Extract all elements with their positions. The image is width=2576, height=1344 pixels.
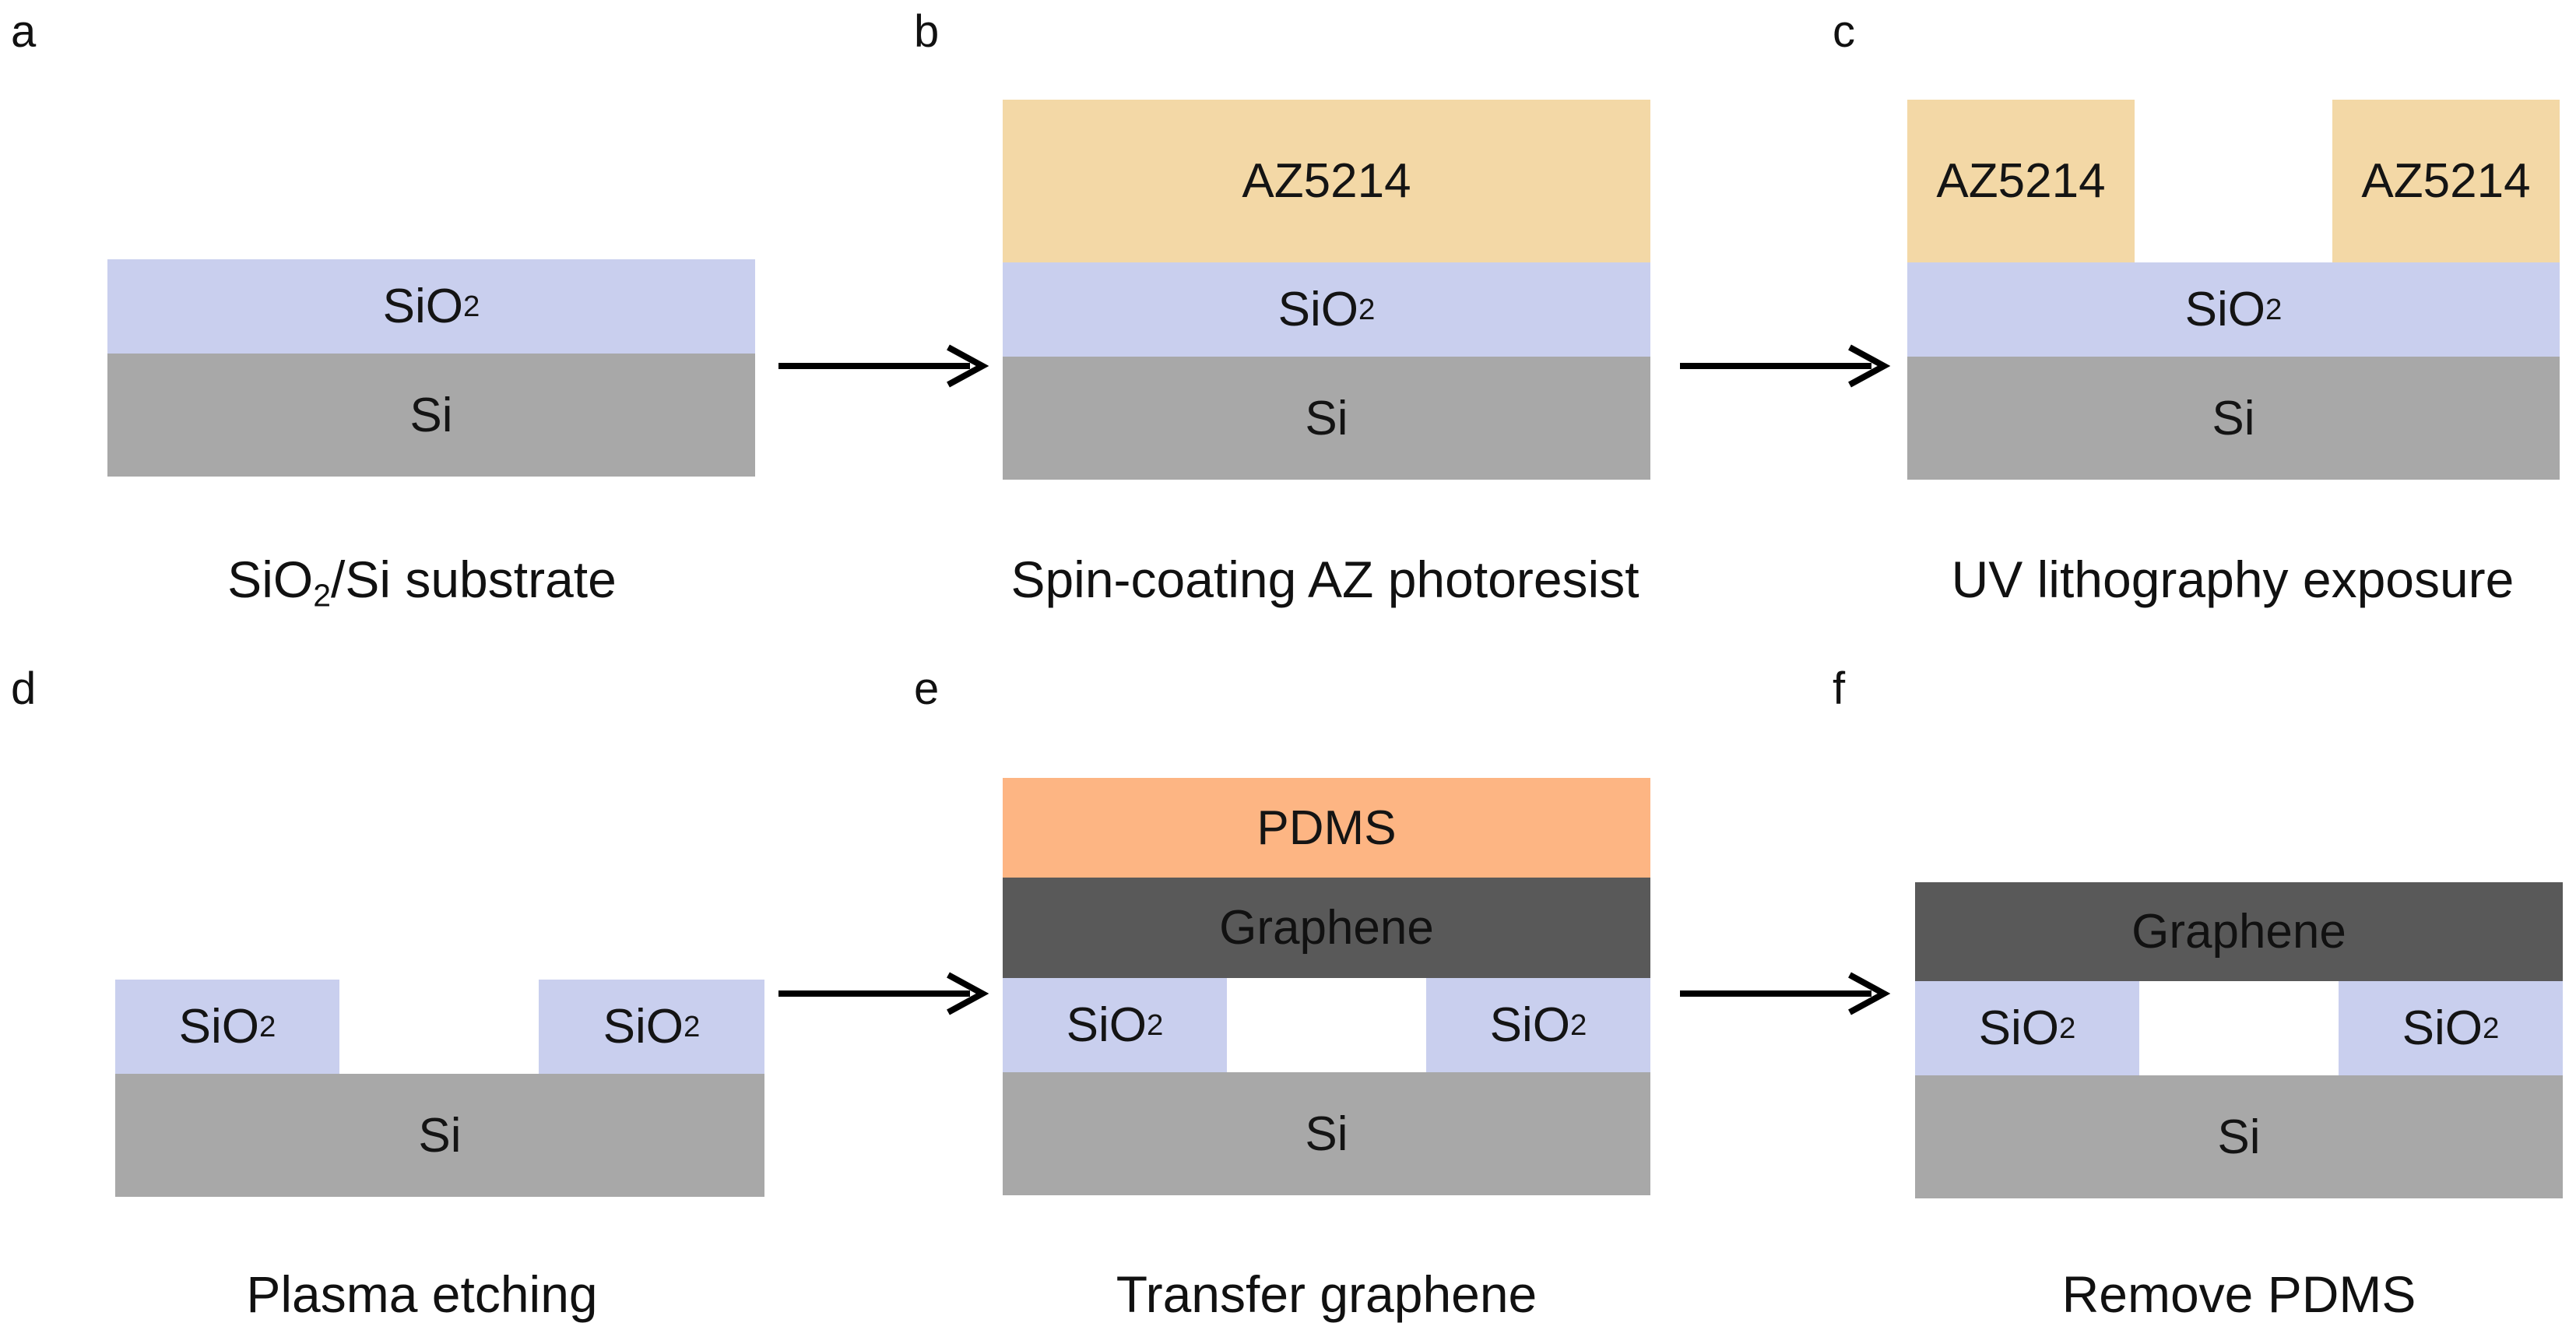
caption-e: Transfer graphene [1116,1265,1538,1323]
si-layer: Si [1003,357,1650,480]
pdms-layer: PDMS [1003,778,1650,878]
caption-a: SiO2/Si substrate [227,551,617,614]
right-arrow-icon [778,344,989,388]
right-arrow-icon [1680,344,1891,388]
si-layer: Si [1915,1075,2563,1198]
graphene-layer: Graphene [1915,882,2563,981]
graphene-layer: Graphene [1003,878,1650,978]
panel-letter-d: d [11,663,37,714]
panel-letter-b: b [914,6,940,57]
caption-d: Plasma etching [246,1265,598,1323]
az5214-block-left: AZ5214 [1907,100,2135,262]
az5214-block-right: AZ5214 [2332,100,2560,262]
si-layer: Si [1003,1072,1650,1195]
panel-letter-f: f [1833,663,1846,714]
si-layer: Si [115,1074,764,1197]
panel-letter-a: a [11,6,37,57]
caption-c: UV lithography exposure [1951,551,2514,608]
panel-letter-e: e [914,663,940,714]
az5214-layer: AZ5214 [1003,100,1650,262]
caption-f: Remove PDMS [2061,1265,2416,1323]
right-arrow-icon [1680,972,1891,1015]
si-layer: Si [107,354,755,477]
caption-b: Spin-coating AZ photoresist [1010,551,1639,608]
panel-letter-c: c [1833,6,1855,57]
right-arrow-icon [778,972,989,1015]
si-layer: Si [1907,357,2560,480]
